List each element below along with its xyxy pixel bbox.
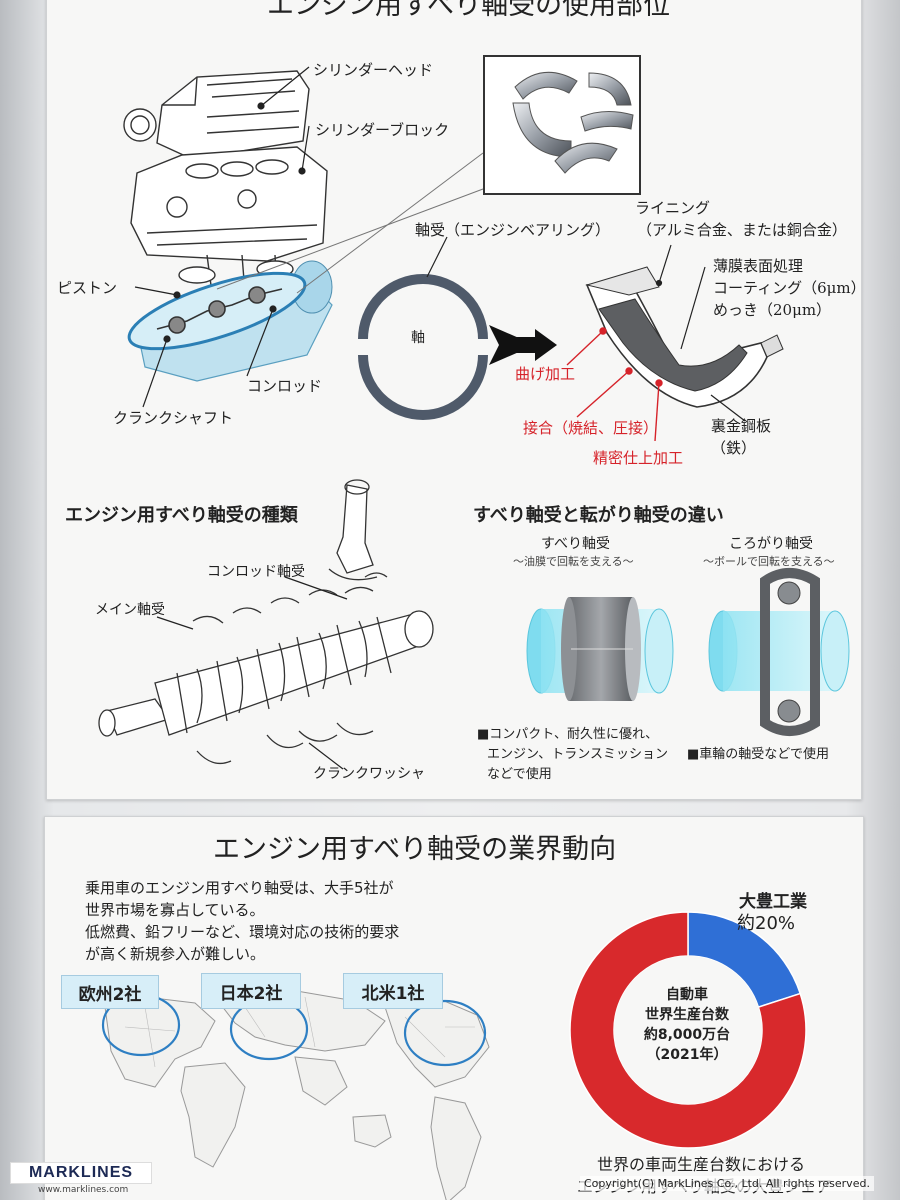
types-heading: エンジン用すべり軸受の種類 — [65, 505, 298, 526]
highlight-company-share: 約20% — [737, 913, 796, 934]
coating-label: コーティング（6μm） — [713, 279, 866, 297]
label-piston: ピストン — [57, 279, 118, 297]
backing-label: 裏金鋼板 — [711, 417, 772, 435]
thin-film-label: 薄膜表面処理 — [713, 257, 804, 275]
main-bearing-label: メイン軸受 — [95, 602, 165, 618]
donut-center-line1: 自動車 — [666, 987, 708, 1003]
rolling-bearing-subtitle: 〜ボールで回転を支える〜 — [703, 555, 835, 568]
region-label-north-america: 北米1社 — [361, 983, 425, 1004]
lining-material: （アルミ合金、または銅合金） — [637, 221, 847, 239]
backing-material: （鉄） — [711, 439, 757, 457]
industry-paragraph-line3: 低燃費、鉛フリーなど、環境対応の技術的要求 — [85, 923, 400, 941]
crankshaft-bearing-illustration — [98, 479, 434, 770]
donut-hole — [614, 956, 762, 1104]
precision-label: 精密仕上加工 — [593, 449, 684, 467]
label-crankshaft: クランクシャフト — [113, 409, 234, 427]
usage-title: エンジン用すべり軸受の使用部位 — [267, 0, 671, 21]
plain-note-line1: ■コンパクト、耐久性に優れ、 — [477, 727, 659, 742]
donut-center-line4: （2021年） — [646, 1047, 728, 1063]
plain-bearing-subtitle: 〜油膜で回転を支える〜 — [513, 555, 634, 568]
label-conrod: コンロッド — [247, 377, 323, 395]
label-cylinder-block: シリンダーブロック — [315, 121, 450, 139]
shaft-label: 軸 — [411, 330, 425, 346]
highlight-company-name: 大豊工業 — [739, 892, 807, 912]
plating-label: めっき（20μm） — [713, 301, 832, 319]
marklines-url: www.marklines.com — [38, 1185, 129, 1195]
bending-label: 曲げ加工 — [515, 365, 576, 383]
bearing-photo-box — [483, 55, 641, 195]
industry-paragraph-line2: 世界市場を寡占している。 — [85, 901, 265, 919]
plain-vs-rolling-illustration — [526, 568, 850, 736]
donut-center-line3: 約8,000万台 — [643, 1027, 731, 1043]
region-label-japan: 日本2社 — [219, 983, 283, 1004]
copyright-notice: Copyright(C) MarkLines Co., Ltd. All rig… — [580, 1176, 874, 1191]
marklines-logo: MARKLINES — [10, 1162, 152, 1184]
donut-center-line2: 世界生産台数 — [645, 1007, 729, 1023]
bearing-label: 軸受（エンジンベアリング） — [415, 221, 611, 239]
bearing-usage-panel: エンジン用すべり軸受の使用部位 — [46, 0, 866, 800]
plain-note-line3: などで使用 — [487, 767, 552, 782]
region-badge-north-america: 北米1社 — [343, 973, 443, 1009]
industry-title: エンジン用すべり軸受の業界動向 — [213, 834, 617, 865]
region-label-europe: 欧州2社 — [78, 984, 142, 1005]
pie-caption-line1: 世界の車両生産台数における — [597, 1155, 806, 1174]
engine-illustration — [123, 66, 484, 408]
share-donut-chart — [569, 911, 807, 1149]
industry-trend-panel: エンジン用すべり軸受の業界動向 乗用車のエンジン用すべり軸受は、大手5社が 世界… — [44, 816, 864, 1200]
lining-label: ライニング — [635, 199, 711, 217]
conrod-bearing-label: コンロッド軸受 — [207, 564, 305, 580]
bearing-layer-diagram — [566, 244, 784, 442]
industry-paragraph-line1: 乗用車のエンジン用すべり軸受は、大手5社が — [85, 879, 394, 897]
rolling-note: ■車輪の軸受などで使用 — [687, 747, 830, 762]
donut-center-text: 自動車 世界生産台数 約8,000万台 （2021年） — [613, 985, 761, 1065]
world-map — [101, 988, 490, 1200]
region-badge-japan: 日本2社 — [201, 973, 301, 1009]
rolling-bearing-title: ころがり軸受 — [729, 536, 813, 552]
crank-washer-label: クランクワッシャ — [313, 766, 425, 782]
plain-note-line2: エンジン、トランスミッション — [487, 747, 668, 762]
region-badge-europe: 欧州2社 — [61, 975, 159, 1009]
difference-heading: すべり軸受と転がり軸受の違い — [473, 505, 724, 526]
bearing-cross-section — [358, 236, 557, 420]
bearing-shells-photo — [512, 71, 634, 174]
bonding-label: 接合（焼結、圧接） — [523, 419, 659, 437]
plain-bearing-title: すべり軸受 — [541, 536, 611, 552]
marklines-logo-text: MARKLINES — [28, 1164, 134, 1181]
label-cylinder-head: シリンダーヘッド — [313, 61, 434, 79]
industry-paragraph-line4: が高く新規参入が難しい。 — [85, 945, 266, 963]
